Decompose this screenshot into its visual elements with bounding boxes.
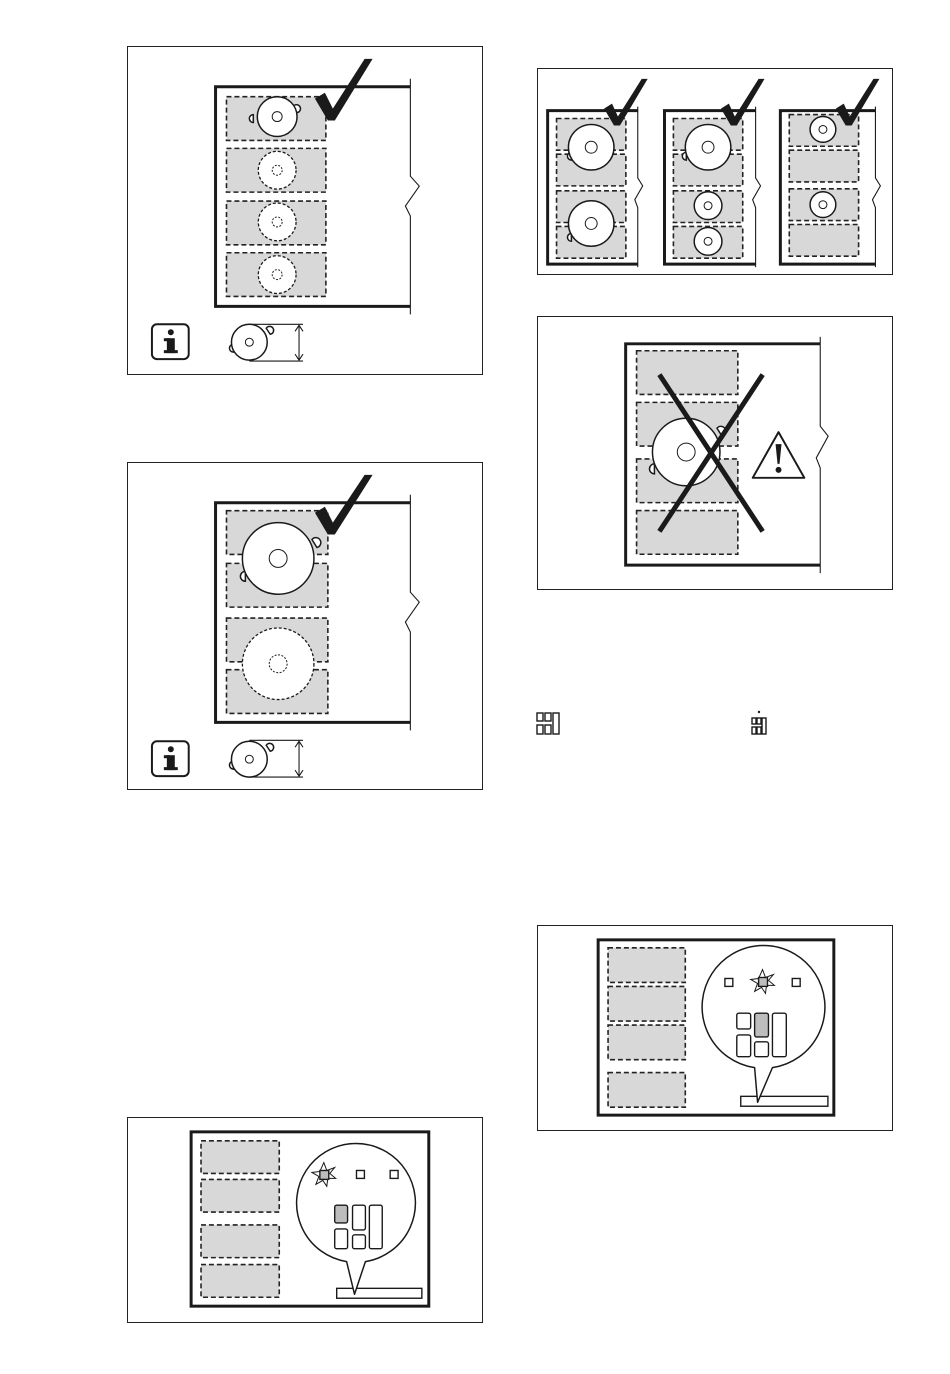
cooking-zone-2 — [201, 1179, 279, 1212]
figure-display-center-zone — [537, 925, 893, 1131]
cooking-zone-1 — [637, 351, 738, 395]
cooking-zone-1 — [608, 948, 685, 983]
pan-height-icon — [229, 324, 303, 361]
pan-dashed-3 — [258, 203, 296, 241]
cooking-zone-4 — [608, 1073, 685, 1108]
tick-icon — [721, 79, 765, 126]
control-panel-strip — [337, 1288, 422, 1298]
hob-diagram-bridge-zones — [128, 463, 482, 789]
hob-cut-edge — [816, 337, 828, 573]
tick-icon — [315, 475, 373, 535]
hob-diagram-wrong-placement — [538, 317, 892, 589]
figure-single-zone-pan — [127, 46, 483, 375]
option-two-large-pans — [548, 79, 648, 267]
tick-icon — [315, 59, 373, 121]
info-icon — [152, 741, 189, 776]
hob-control-panel-center — [538, 926, 892, 1130]
hob-diagram-three-options — [538, 69, 892, 274]
hob-cut-edge — [405, 495, 419, 731]
cooking-zone-4 — [637, 511, 738, 555]
figure-wrong-pan-placement — [537, 316, 893, 590]
large-pan-dashed — [242, 628, 314, 700]
cooking-zone-3 — [201, 1225, 279, 1258]
cooking-zone-1 — [201, 1141, 279, 1174]
info-icon — [152, 324, 189, 359]
figure-display-left-zone — [127, 1117, 483, 1323]
option-two-small-pans — [780, 79, 880, 267]
hob-control-panel-left — [128, 1118, 482, 1322]
pan-dashed-4 — [258, 256, 296, 294]
hob-diagram-single-zones — [128, 47, 482, 374]
control-panel-strip — [741, 1096, 828, 1106]
cooking-zone-2 — [608, 986, 685, 1021]
figure-pan-placement-options — [537, 68, 893, 275]
cooking-zone-4 — [201, 1265, 279, 1298]
display-digits-dot-icon — [751, 710, 767, 736]
warning-icon — [753, 432, 805, 478]
hob-cut-edge — [405, 79, 419, 315]
display-digits-icon — [536, 711, 562, 737]
cooking-zone-3 — [608, 1025, 685, 1060]
pan-height-icon — [229, 740, 303, 777]
figure-bridge-zone-pan — [127, 462, 483, 790]
option-large-and-small-pans — [664, 79, 764, 267]
tick-icon — [604, 79, 648, 126]
pan-dashed-2 — [258, 151, 296, 189]
